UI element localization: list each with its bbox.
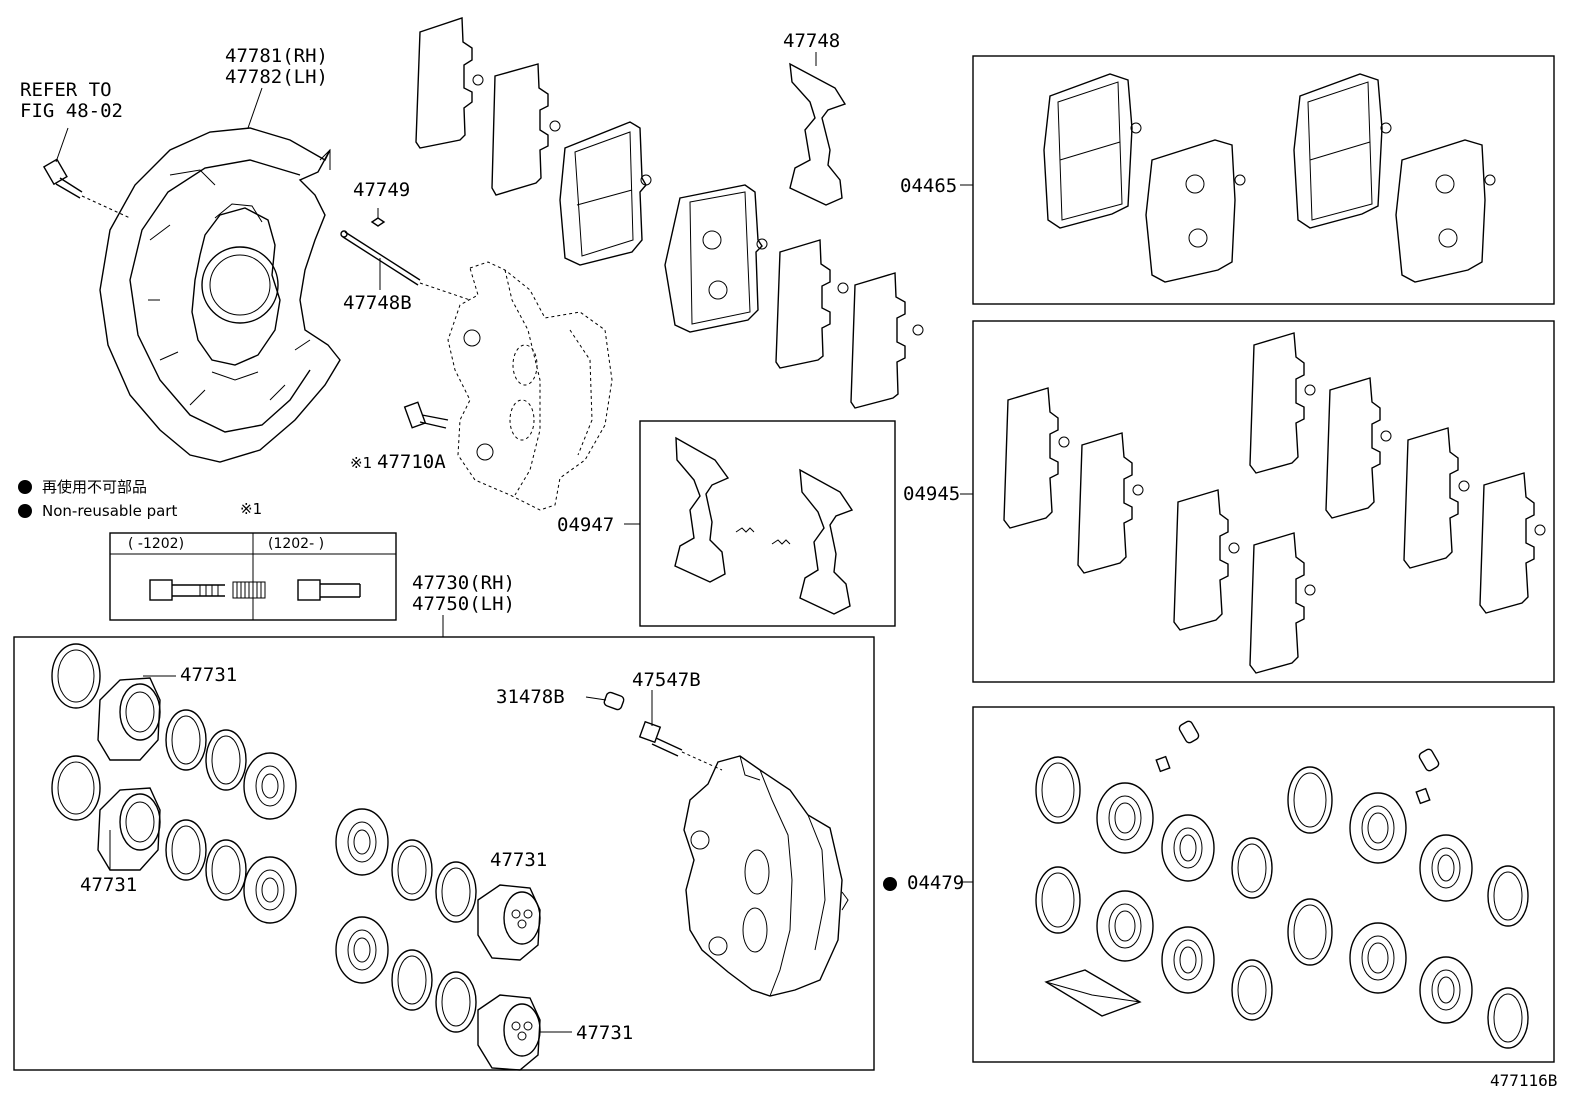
label-04479-text: 04479 (907, 872, 965, 894)
bolt-new (297, 579, 361, 601)
pad-kit-box (972, 55, 1555, 305)
label-04945[interactable]: 04945 (903, 483, 961, 505)
shim-kit-parts (1003, 332, 1546, 674)
bleeder-valve (638, 690, 723, 771)
label-47748b[interactable]: 47748B (343, 292, 412, 314)
shim-upper-4 (850, 272, 924, 409)
label-47781[interactable]: 47781(RH) (225, 45, 328, 67)
bolt-note-mark: ※1 (350, 454, 373, 472)
shim-upper-3 (775, 239, 849, 369)
pad-kit-parts (1043, 73, 1496, 283)
label-04947[interactable]: 04947 (557, 514, 615, 536)
shim-kit-box (972, 320, 1555, 683)
legend-jp-text: 再使用不可部品 (42, 478, 148, 496)
legend-en-text: Non-reusable part (42, 502, 178, 520)
anti-rattle-spring (789, 52, 847, 206)
non-reusable-dot-icon (883, 877, 897, 891)
label-47731-a[interactable]: 47731 (180, 664, 238, 686)
piston-seals-left (51, 643, 297, 924)
label-47731-b[interactable]: 47731 (80, 874, 138, 896)
bolt-table-col2: (1202- ) (268, 536, 325, 552)
caliper-outline (447, 261, 613, 511)
label-47730[interactable]: 47730(RH) (412, 572, 515, 594)
label-04479[interactable]: 04479 (883, 873, 964, 893)
label-47748[interactable]: 47748 (783, 30, 841, 52)
label-47731-d[interactable]: 47731 (576, 1022, 634, 1044)
label-31478b[interactable]: 31478B (496, 686, 565, 708)
mounting-bolt (403, 401, 449, 429)
piston-seals-center (335, 808, 572, 1071)
label-47750[interactable]: 47750(LH) (412, 593, 515, 615)
shim-upper-1 (415, 17, 484, 149)
guide-pin (340, 208, 471, 301)
bleeder-plug (585, 691, 625, 711)
refer-text-line1: REFER TO (20, 79, 112, 101)
diagram-id: 477116B (1490, 1071, 1558, 1090)
shim-upper-2 (491, 63, 561, 196)
spring-kit-parts (674, 436, 854, 615)
seal-kit-parts (1035, 720, 1529, 1049)
dust-shield (99, 127, 341, 463)
caliper-box (13, 636, 875, 1071)
legend-dot-icon (18, 480, 32, 494)
label-47782[interactable]: 47782(LH) (225, 66, 328, 88)
brake-pad-upper-1 (559, 121, 652, 266)
label-47749[interactable]: 47749 (353, 179, 411, 201)
label-04465[interactable]: 04465 (900, 175, 958, 197)
label-47710a[interactable]: 47710A (377, 451, 446, 473)
label-47547b[interactable]: 47547B (632, 669, 701, 691)
bolt-old (149, 579, 266, 601)
refer-bolt (42, 127, 131, 219)
brake-pad-upper-2 (664, 184, 768, 333)
caliper-body (683, 755, 849, 997)
legend-en: Non-reusable part (18, 502, 177, 520)
refer-text-line2: FIG 48-02 (20, 100, 123, 122)
legend-note-mark: ※1 (240, 500, 263, 518)
spring-kit-box (639, 420, 896, 627)
legend-jp: 再使用不可部品 (18, 476, 147, 497)
legend-dot-icon (18, 504, 32, 518)
bolt-table-col1: ( -1202) (128, 536, 185, 552)
seal-kit-box (972, 706, 1555, 1063)
label-47731-c[interactable]: 47731 (490, 849, 548, 871)
